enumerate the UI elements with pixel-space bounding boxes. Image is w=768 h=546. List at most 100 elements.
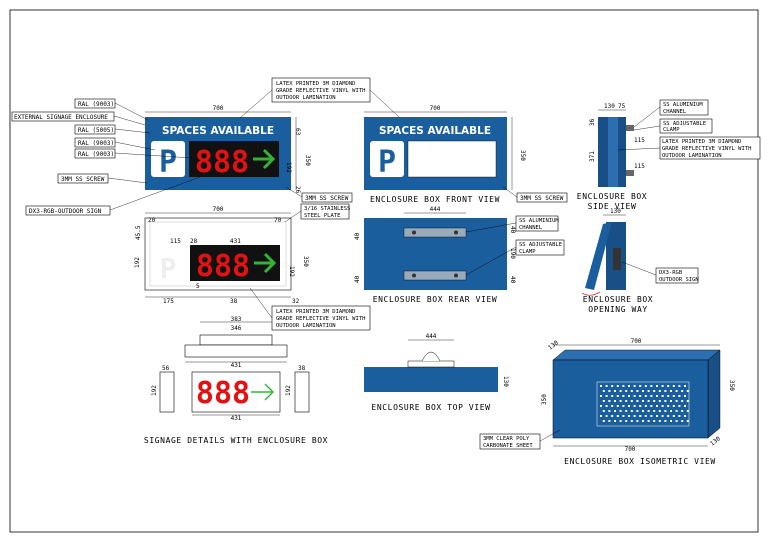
- iso-dot: [678, 415, 681, 417]
- iso-dot: [672, 395, 675, 397]
- iso-dot: [686, 410, 689, 412]
- back-plate-1: 3/16 STAINLESS: [304, 206, 350, 212]
- iso-dot: [658, 400, 661, 402]
- iso-dot: [636, 420, 639, 422]
- details-top-b-dim: 346: [231, 325, 242, 332]
- back-bottom-a-dim: 175: [163, 298, 174, 305]
- iso-dot: [616, 385, 619, 387]
- rear-clamp-1: SS ADJUSTABLE: [519, 242, 562, 248]
- iso-dot: [636, 410, 639, 412]
- side-vinyl-3: OUTDOOR LAMINATION: [662, 153, 722, 159]
- iso-dot: [644, 405, 647, 407]
- callout-vinyl-3: OUTDOOR LAMINATION: [276, 95, 336, 101]
- iso-dot: [667, 385, 670, 387]
- iso-dot: [650, 395, 653, 397]
- iso-dot: [647, 410, 650, 412]
- enclosure-front-panel-text: SPACES AVAILABLE: [379, 125, 491, 137]
- iso-dot: [630, 420, 633, 422]
- iso-dot: [628, 395, 630, 397]
- iso-dot: [633, 385, 636, 387]
- front-inner-height-dim: 192: [285, 162, 292, 173]
- parking-sign-box: [151, 141, 185, 177]
- svg-text:192: 192: [134, 257, 141, 268]
- details-digits: 888: [196, 376, 250, 411]
- rear-channel-2: CHANNEL: [519, 225, 543, 231]
- iso-dot: [611, 405, 614, 407]
- enclosure-front-height-dim: 350: [519, 150, 526, 161]
- back-a-dim: 115: [170, 238, 181, 245]
- front-side-a-dim: 63: [294, 128, 301, 136]
- iso-dot: [672, 385, 675, 387]
- iso-dot: [675, 410, 678, 412]
- side-d2-dim: 115: [634, 163, 645, 170]
- callout-outdoor-sign: DX3-RGB-OUTDOOR SIGN: [29, 208, 102, 215]
- iso-dot: [678, 395, 681, 397]
- iso-dot: [600, 395, 602, 397]
- iso-dot: [664, 420, 667, 422]
- details-top-a-dim: 383: [231, 316, 242, 323]
- side-d1-dim: 115: [634, 137, 645, 144]
- iso-height-dim: 350: [728, 380, 735, 391]
- iso-dot: [686, 400, 689, 402]
- iso-dot: [664, 400, 667, 402]
- details-view: 383 346 431 888 431 192 56 192 38 SIGNAG…: [144, 316, 328, 445]
- iso-dot: [619, 390, 622, 392]
- rear-channel-1: SS ALUMINIUM: [519, 218, 559, 224]
- iso-dot: [681, 410, 684, 412]
- iso-dot: [642, 390, 644, 392]
- details-mid-dim: 431: [231, 362, 242, 369]
- top-view: 444 130 ENCLOSURE BOX TOP VIEW: [364, 333, 509, 412]
- iso-dot: [616, 405, 619, 407]
- iso-dot: [633, 415, 636, 417]
- iso-dot: [639, 395, 642, 397]
- callout-external-enclosure: EXTERNAL SIGNAGE ENCLOSURE: [14, 114, 108, 121]
- iso-dot: [622, 395, 625, 397]
- back-bottom-c-dim: 32: [292, 298, 300, 305]
- iso-dot: [647, 390, 650, 392]
- back-h2-dim: 350: [302, 256, 309, 267]
- iso-dot: [684, 415, 686, 417]
- side-channel-2: CHANNEL: [663, 109, 687, 115]
- iso-dot: [611, 395, 614, 397]
- iso-dot: [686, 390, 689, 392]
- opening-sign-2: OUTDOOR SIGN: [659, 277, 699, 283]
- iso-dot: [684, 395, 686, 397]
- side-vinyl-1: LATEX PRINTED 3M DIAMOND: [662, 139, 741, 145]
- iso-dot: [686, 420, 689, 422]
- callout-screw: 3MM SS SCREW: [61, 176, 105, 183]
- back-bottom-b-dim: 38: [230, 298, 238, 305]
- iso-front-face: [552, 359, 709, 439]
- iso-dot: [602, 410, 605, 412]
- iso-dot: [633, 395, 636, 397]
- iso-dot: [614, 420, 616, 422]
- rear-clamp-2: CLAMP: [519, 249, 536, 255]
- iso-dot: [642, 400, 644, 402]
- iso-dot: [672, 405, 675, 407]
- opening-title-2: OPENING WAY: [588, 305, 648, 314]
- iso-dot: [628, 385, 630, 387]
- isometric-view: 700 130 350 350 700 130 3MM CLEAR POLY C…: [479, 338, 735, 466]
- side-title-1: ENCLOSURE BOX: [577, 192, 647, 201]
- iso-dot: [664, 410, 667, 412]
- enclosure-front-title: ENCLOSURE BOX FRONT VIEW: [370, 195, 500, 204]
- front-panel-text: SPACES AVAILABLE: [162, 125, 274, 137]
- rear-view: 444 40 40 40 40 190 SS ALUMINIUM CHANNEL…: [354, 206, 565, 304]
- rear-r2-dim: 40: [509, 276, 516, 284]
- side-clamp-1: SS ADJUSTABLE: [663, 121, 706, 127]
- iso-dot: [675, 390, 678, 392]
- iso-dot: [667, 415, 670, 417]
- callout-screw-right: 3MM SS SCREW: [305, 195, 349, 202]
- back-five-dim: 5: [196, 283, 200, 290]
- rear-title: ENCLOSURE BOX REAR VIEW: [373, 295, 498, 304]
- details-right-w-dim: 38: [298, 365, 306, 372]
- iso-dot: [661, 405, 664, 407]
- iso-dot: [614, 400, 616, 402]
- iso-dot: [667, 405, 670, 407]
- iso-dot: [675, 400, 678, 402]
- iso-sheet-1: 3MM CLEAR POLY: [483, 436, 530, 442]
- iso-dot: [630, 390, 633, 392]
- iso-dot: [608, 410, 611, 412]
- iso-dot: [644, 395, 647, 397]
- enclosure-front-width-dim: 700: [430, 105, 441, 112]
- iso-dot: [684, 385, 686, 387]
